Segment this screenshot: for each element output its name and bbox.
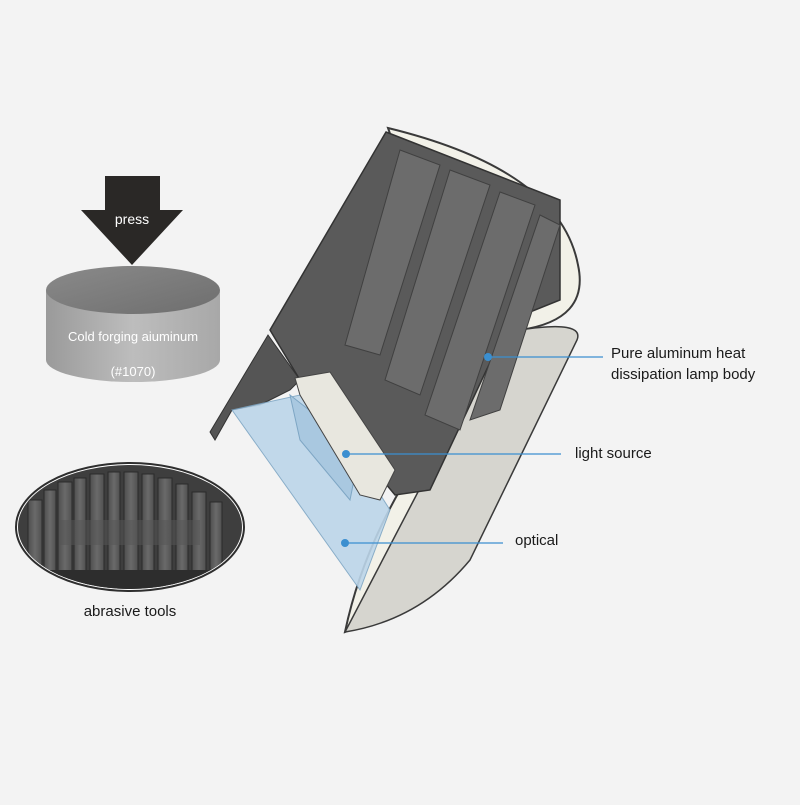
alloy-grade-label: (#1070) <box>110 364 156 379</box>
abrasive-tools-label: abrasive tools <box>83 603 177 620</box>
leader-lines <box>345 356 603 544</box>
abrasive-tools-icon <box>15 462 245 592</box>
lamp-body-icon <box>209 126 581 634</box>
aluminum-blank-icon <box>46 266 220 382</box>
leader-dot-optical <box>341 539 349 547</box>
leader-dot-light-source <box>342 450 350 458</box>
press-label: press <box>114 211 150 227</box>
leader-dots <box>341 353 492 547</box>
leader-dot-lamp-body <box>484 353 492 361</box>
lamp-body-label-line1: Pure aluminum heat <box>611 345 746 362</box>
light-source-label: light source <box>575 445 652 462</box>
lamp-body-label-line2: dissipation lamp body <box>611 366 756 383</box>
cold-forging-label: Cold forging aiuminum <box>67 329 199 344</box>
optical-label: optical <box>515 532 559 549</box>
press-arrow-icon <box>81 176 183 265</box>
